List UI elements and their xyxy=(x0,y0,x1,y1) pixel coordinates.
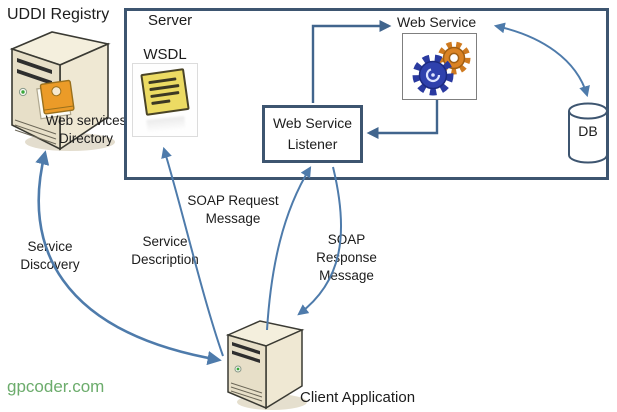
db-label: DB xyxy=(578,123,598,139)
soap-request-label: SOAP Request Message xyxy=(187,193,279,227)
uddi-caption: Web services Directory xyxy=(45,113,127,147)
web-service-label: Web Service xyxy=(397,14,477,30)
client-application-label: Client Application xyxy=(300,389,416,406)
wsdl-note-icon xyxy=(140,68,190,116)
db-cylinder-icon xyxy=(568,102,608,164)
wsdl-note-frame xyxy=(132,63,198,137)
service-description-label: Service Description xyxy=(131,234,199,268)
wsdl-note-reflection xyxy=(146,116,186,133)
wsdl-label: WSDL xyxy=(143,46,187,63)
web-service-frame xyxy=(402,33,477,100)
server-label: Server xyxy=(148,12,193,29)
uddi-registry-title: UDDI Registry xyxy=(7,6,110,23)
web-service-listener-box: Web Service Listener xyxy=(262,105,363,163)
directory-book-icon xyxy=(36,79,75,120)
watermark-text: gpcoder.com xyxy=(7,377,105,396)
gears-icon xyxy=(412,41,471,96)
client-tower-icon xyxy=(225,320,307,410)
service-discovery-label: Service Discovery xyxy=(20,239,80,273)
uddi-server-tower-icon xyxy=(9,31,115,151)
server-boundary-box xyxy=(124,8,609,180)
soap-response-label: SOAP Response Message xyxy=(316,232,377,284)
